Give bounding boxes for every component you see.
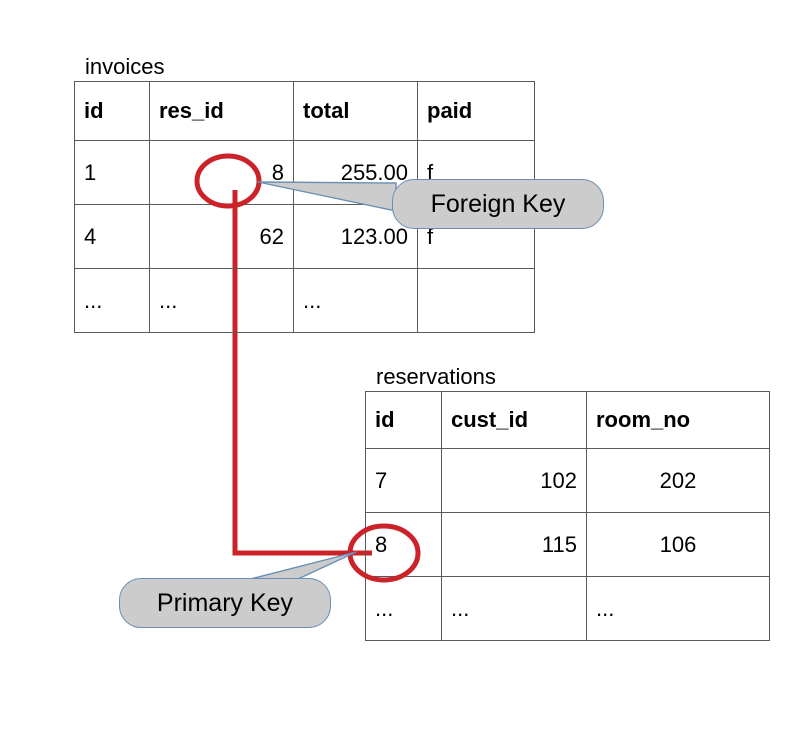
column-header-cust-id: cust_id (441, 391, 587, 449)
column-header-id: id (365, 391, 442, 449)
reservations-caption: reservations (376, 364, 496, 389)
column-header-total: total (293, 81, 418, 141)
cell-id: 1 (74, 140, 150, 205)
table-row: ... ... ... (365, 576, 770, 641)
cell-cust-id: 102 (441, 448, 587, 513)
cell-id: 8 (365, 512, 442, 577)
table-row: 8 115 106 (365, 512, 770, 577)
primary-key-callout-label: Primary Key (156, 588, 294, 617)
cell-room-no: ... (586, 576, 770, 641)
cell-res-id: ... (149, 268, 294, 333)
foreign-key-callout[interactable]: Foreign Key (392, 179, 604, 229)
reservations-table: id cust_id room_no 7 102 202 8 115 106 .… (365, 391, 770, 641)
table-header-row: id res_id total paid (74, 81, 535, 141)
cell-room-no: 202 (586, 448, 770, 513)
cell-cust-id: ... (441, 576, 587, 641)
cell-room-no: 106 (586, 512, 770, 577)
table-row: ... ... ... (74, 268, 535, 333)
reservations-table-block: reservations id cust_id room_no 7 102 20… (365, 365, 770, 641)
column-header-paid: paid (417, 81, 535, 141)
primary-key-callout[interactable]: Primary Key (119, 578, 331, 628)
table-row: 7 102 202 (365, 448, 770, 513)
cell-paid (417, 268, 535, 333)
cell-id: ... (74, 268, 150, 333)
table-header-row: id cust_id room_no (365, 391, 770, 449)
column-header-room-no: room_no (586, 391, 770, 449)
invoices-caption: invoices (85, 54, 165, 79)
column-header-res-id: res_id (149, 81, 294, 141)
foreign-key-callout-label: Foreign Key (430, 189, 566, 218)
cell-res-id: 8 (149, 140, 294, 205)
cell-cust-id: 115 (441, 512, 587, 577)
cell-id: 7 (365, 448, 442, 513)
cell-id: 4 (74, 204, 150, 269)
cell-total: ... (293, 268, 418, 333)
cell-id: ... (365, 576, 442, 641)
cell-res-id: 62 (149, 204, 294, 269)
column-header-id: id (74, 81, 150, 141)
